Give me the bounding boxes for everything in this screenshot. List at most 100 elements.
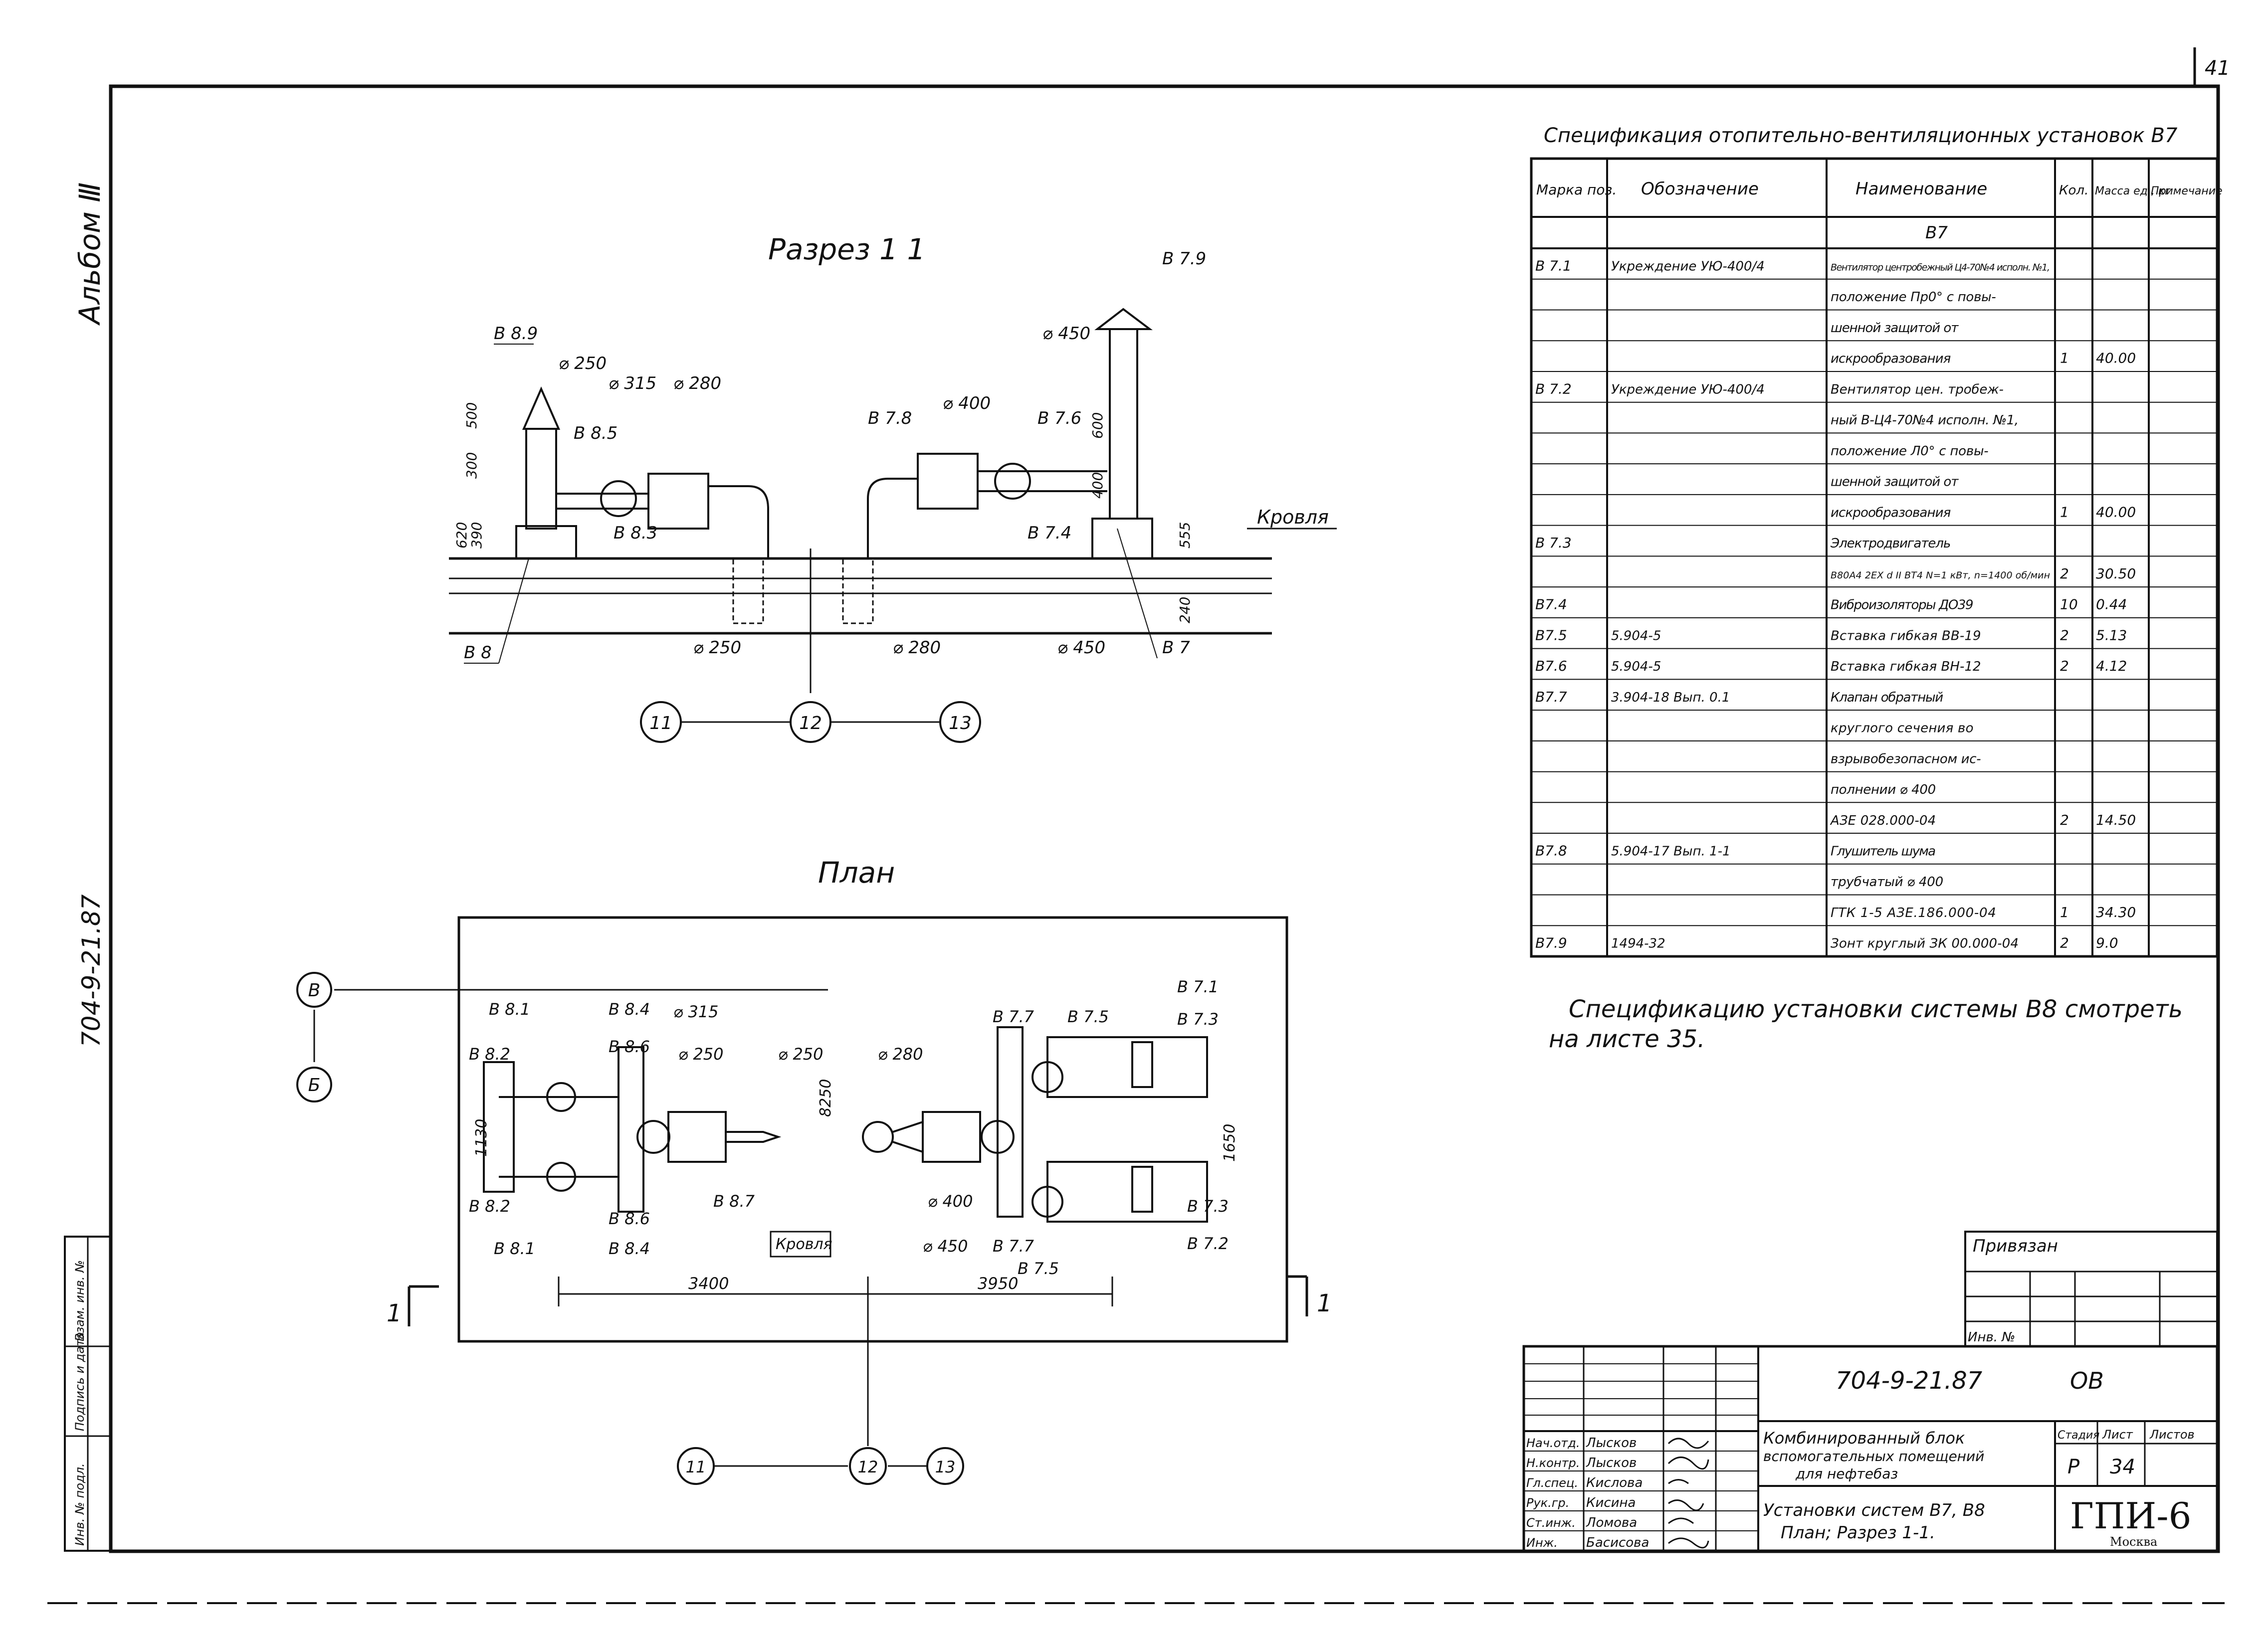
role-label: Нач.отд.	[1526, 1436, 1580, 1450]
spec-cell-qty: 1	[2060, 350, 2069, 366]
spec-cell-designation: 5.904-17 Вып. 1-1	[1611, 844, 1731, 859]
section-label: В 7.6	[1037, 408, 1081, 428]
section-dim: 555	[1177, 522, 1193, 549]
spec-cell-designation: 1494-32	[1611, 936, 1665, 951]
person-name: Басисова	[1586, 1535, 1649, 1550]
section-dim: 300	[463, 452, 480, 479]
section-label: В 8	[464, 643, 492, 663]
spec-cell-mass: 30.50	[2096, 565, 2136, 582]
spec-cell-designation: Укреждение УЮ-400/4	[1611, 382, 1765, 397]
spec-cell-name: искрообразования	[1831, 352, 1951, 366]
sheet-mark: ОВ	[2070, 1367, 2104, 1394]
spec-cell-name: ный В-Ц4-70№4 исполн. №1,	[1831, 413, 2019, 428]
svg-text:Взам. инв. №: Взам. инв. №	[73, 1260, 87, 1341]
spec-cell-mark: В 7.3	[1535, 535, 1572, 551]
spec-cell-name: взрывобезопасном ис-	[1831, 751, 1981, 766]
album-label: Альбом Ⅲ	[73, 183, 107, 326]
spec-header-name: Наименование	[1856, 179, 1987, 199]
spec-group-label: В7	[1925, 223, 1948, 243]
spec-cell-name: Клапан обратный	[1831, 690, 1943, 705]
section-dim: 390	[468, 522, 485, 549]
plan-label: В 8.4	[609, 1239, 650, 1258]
spec-cell-name: В80А4 2ЕХ d II ВТ4 N=1 кВт, n=1400 об/ми…	[1831, 570, 2050, 581]
section-label: В 7.8	[868, 408, 912, 428]
section-title: Разрез 1 1	[768, 232, 925, 266]
plan-dim: 3950	[978, 1274, 1018, 1293]
spec-cell-name: Электродвигатель	[1830, 536, 1951, 551]
section-view: Разрез 1 1 Кровля	[449, 232, 1337, 693]
plan-label: В 8.6	[609, 1037, 650, 1056]
sheet-value: 34	[2110, 1456, 2135, 1478]
plan-label: В 7.3	[1187, 1197, 1229, 1216]
section-label: ⌀ 280	[673, 373, 721, 393]
spec-cell-name: трубчатый ⌀ 400	[1831, 875, 1943, 890]
spec-cell-name: Зонт круглый ЗК 00.000-04	[1831, 936, 2019, 951]
row-axis-b: Б	[308, 1075, 321, 1096]
plan-dim: 3400	[688, 1274, 729, 1293]
spec-note: на листе 35.	[1549, 1025, 1705, 1053]
section-axes: 11 12 13	[640, 701, 981, 743]
spec-header-qty: Кол.	[2059, 183, 2088, 198]
spec-cell-qty: 2	[2060, 935, 2069, 951]
signatures	[1667, 1438, 1709, 1549]
spec-cell-name: Вставка гибкая ВВ-19	[1831, 628, 1981, 643]
section-label: ⌀ 450	[1057, 638, 1105, 658]
object-name: вспомогательных помещений	[1763, 1448, 1984, 1465]
row-axis-v: В	[308, 980, 321, 1001]
section-dim: 240	[1177, 597, 1193, 623]
axis-marker-12: 12	[799, 713, 822, 733]
spec-cell-name: ГТК 1-5 АЗЕ.186.000-04	[1831, 906, 1996, 920]
plan-label: В 7.7	[993, 1237, 1034, 1256]
axis-marker-13: 13	[949, 713, 972, 733]
spec-header-mass: Масса ед., кг	[2095, 185, 2171, 197]
plan-label: ⌀ 250	[778, 1045, 824, 1064]
spec-cell-mark: В7.5	[1535, 627, 1567, 643]
spec-table: Марка поз. Обозначение Наименование Кол.…	[1530, 157, 2223, 958]
person-name: Лысков	[1586, 1436, 1637, 1451]
doc-code: 704-9-21.87	[1836, 1367, 1983, 1395]
inv-label: Инв. №	[1968, 1330, 2015, 1345]
spec-cell-designation: Укреждение УЮ-400/4	[1611, 259, 1765, 274]
spec-cell-mass: 14.50	[2096, 812, 2136, 828]
spec-cell-name: положение Л0° с повы-	[1831, 444, 1989, 459]
plan-axis-12: 12	[858, 1458, 878, 1476]
spec-cell-mark: В7.9	[1535, 935, 1567, 951]
plan-label: ⌀ 450	[923, 1237, 968, 1256]
sheets-label: Листов	[2149, 1428, 2195, 1442]
sheet-title: План; Разрез 1-1.	[1781, 1523, 1935, 1543]
spec-cell-name: искрообразования	[1831, 505, 1951, 520]
section-roof-label: Кровля	[1257, 506, 1329, 528]
spec-cell-mass: 5.13	[2096, 627, 2127, 643]
spec-cell-name: шенной защитой от	[1831, 321, 1959, 336]
spec-cell-mass: 4.12	[2096, 658, 2127, 674]
section-mark-right: 1	[1317, 1289, 1332, 1317]
plan-label: В 7.1	[1177, 977, 1219, 996]
spec-cell-name: Вставка гибкая ВН-12	[1831, 659, 1981, 674]
stage-value: Р	[2067, 1456, 2080, 1478]
plan-dim: 8250	[817, 1079, 834, 1117]
spec-cell-name: круглого сечения во	[1831, 721, 1974, 736]
plan-label: В 8.1	[494, 1239, 535, 1258]
sheet-title: Установки систем В7, В8	[1763, 1500, 1985, 1520]
spec-cell-qty: 2	[2060, 565, 2069, 582]
spec-cell-mass: 9.0	[2096, 935, 2118, 951]
plan-dim: 1130	[473, 1119, 490, 1157]
spec-cell-name: Глушитель шума	[1831, 844, 1936, 859]
plan-view: План Кровля	[313, 856, 1288, 1446]
corner-sheet-number: 41	[2205, 57, 2230, 80]
sheet-label: Лист	[2102, 1428, 2133, 1442]
spec-cell-name: Виброизоляторы ДО39	[1831, 598, 1974, 613]
role-label: Рук.гр.	[1526, 1496, 1569, 1510]
section-label: ⌀ 280	[893, 638, 941, 658]
plan-label: В 8.4	[609, 1000, 650, 1019]
section-label: В 8.3	[614, 523, 657, 543]
plan-axis-11: 11	[686, 1458, 706, 1476]
axis-marker-11: 11	[649, 713, 672, 733]
plan-axis-13: 13	[935, 1458, 956, 1476]
spec-cell-mass: 40.00	[2096, 504, 2136, 520]
spec-note: Спецификацию установки системы В8 смотре…	[1569, 995, 2183, 1023]
section-dim: 600	[1089, 412, 1106, 439]
margin-project-code: 704-9-21.87	[77, 894, 106, 1047]
spec-cell-designation: 3.904-18 Вып. 0.1	[1611, 690, 1730, 705]
spec-cell-qty: 2	[2060, 658, 2069, 674]
